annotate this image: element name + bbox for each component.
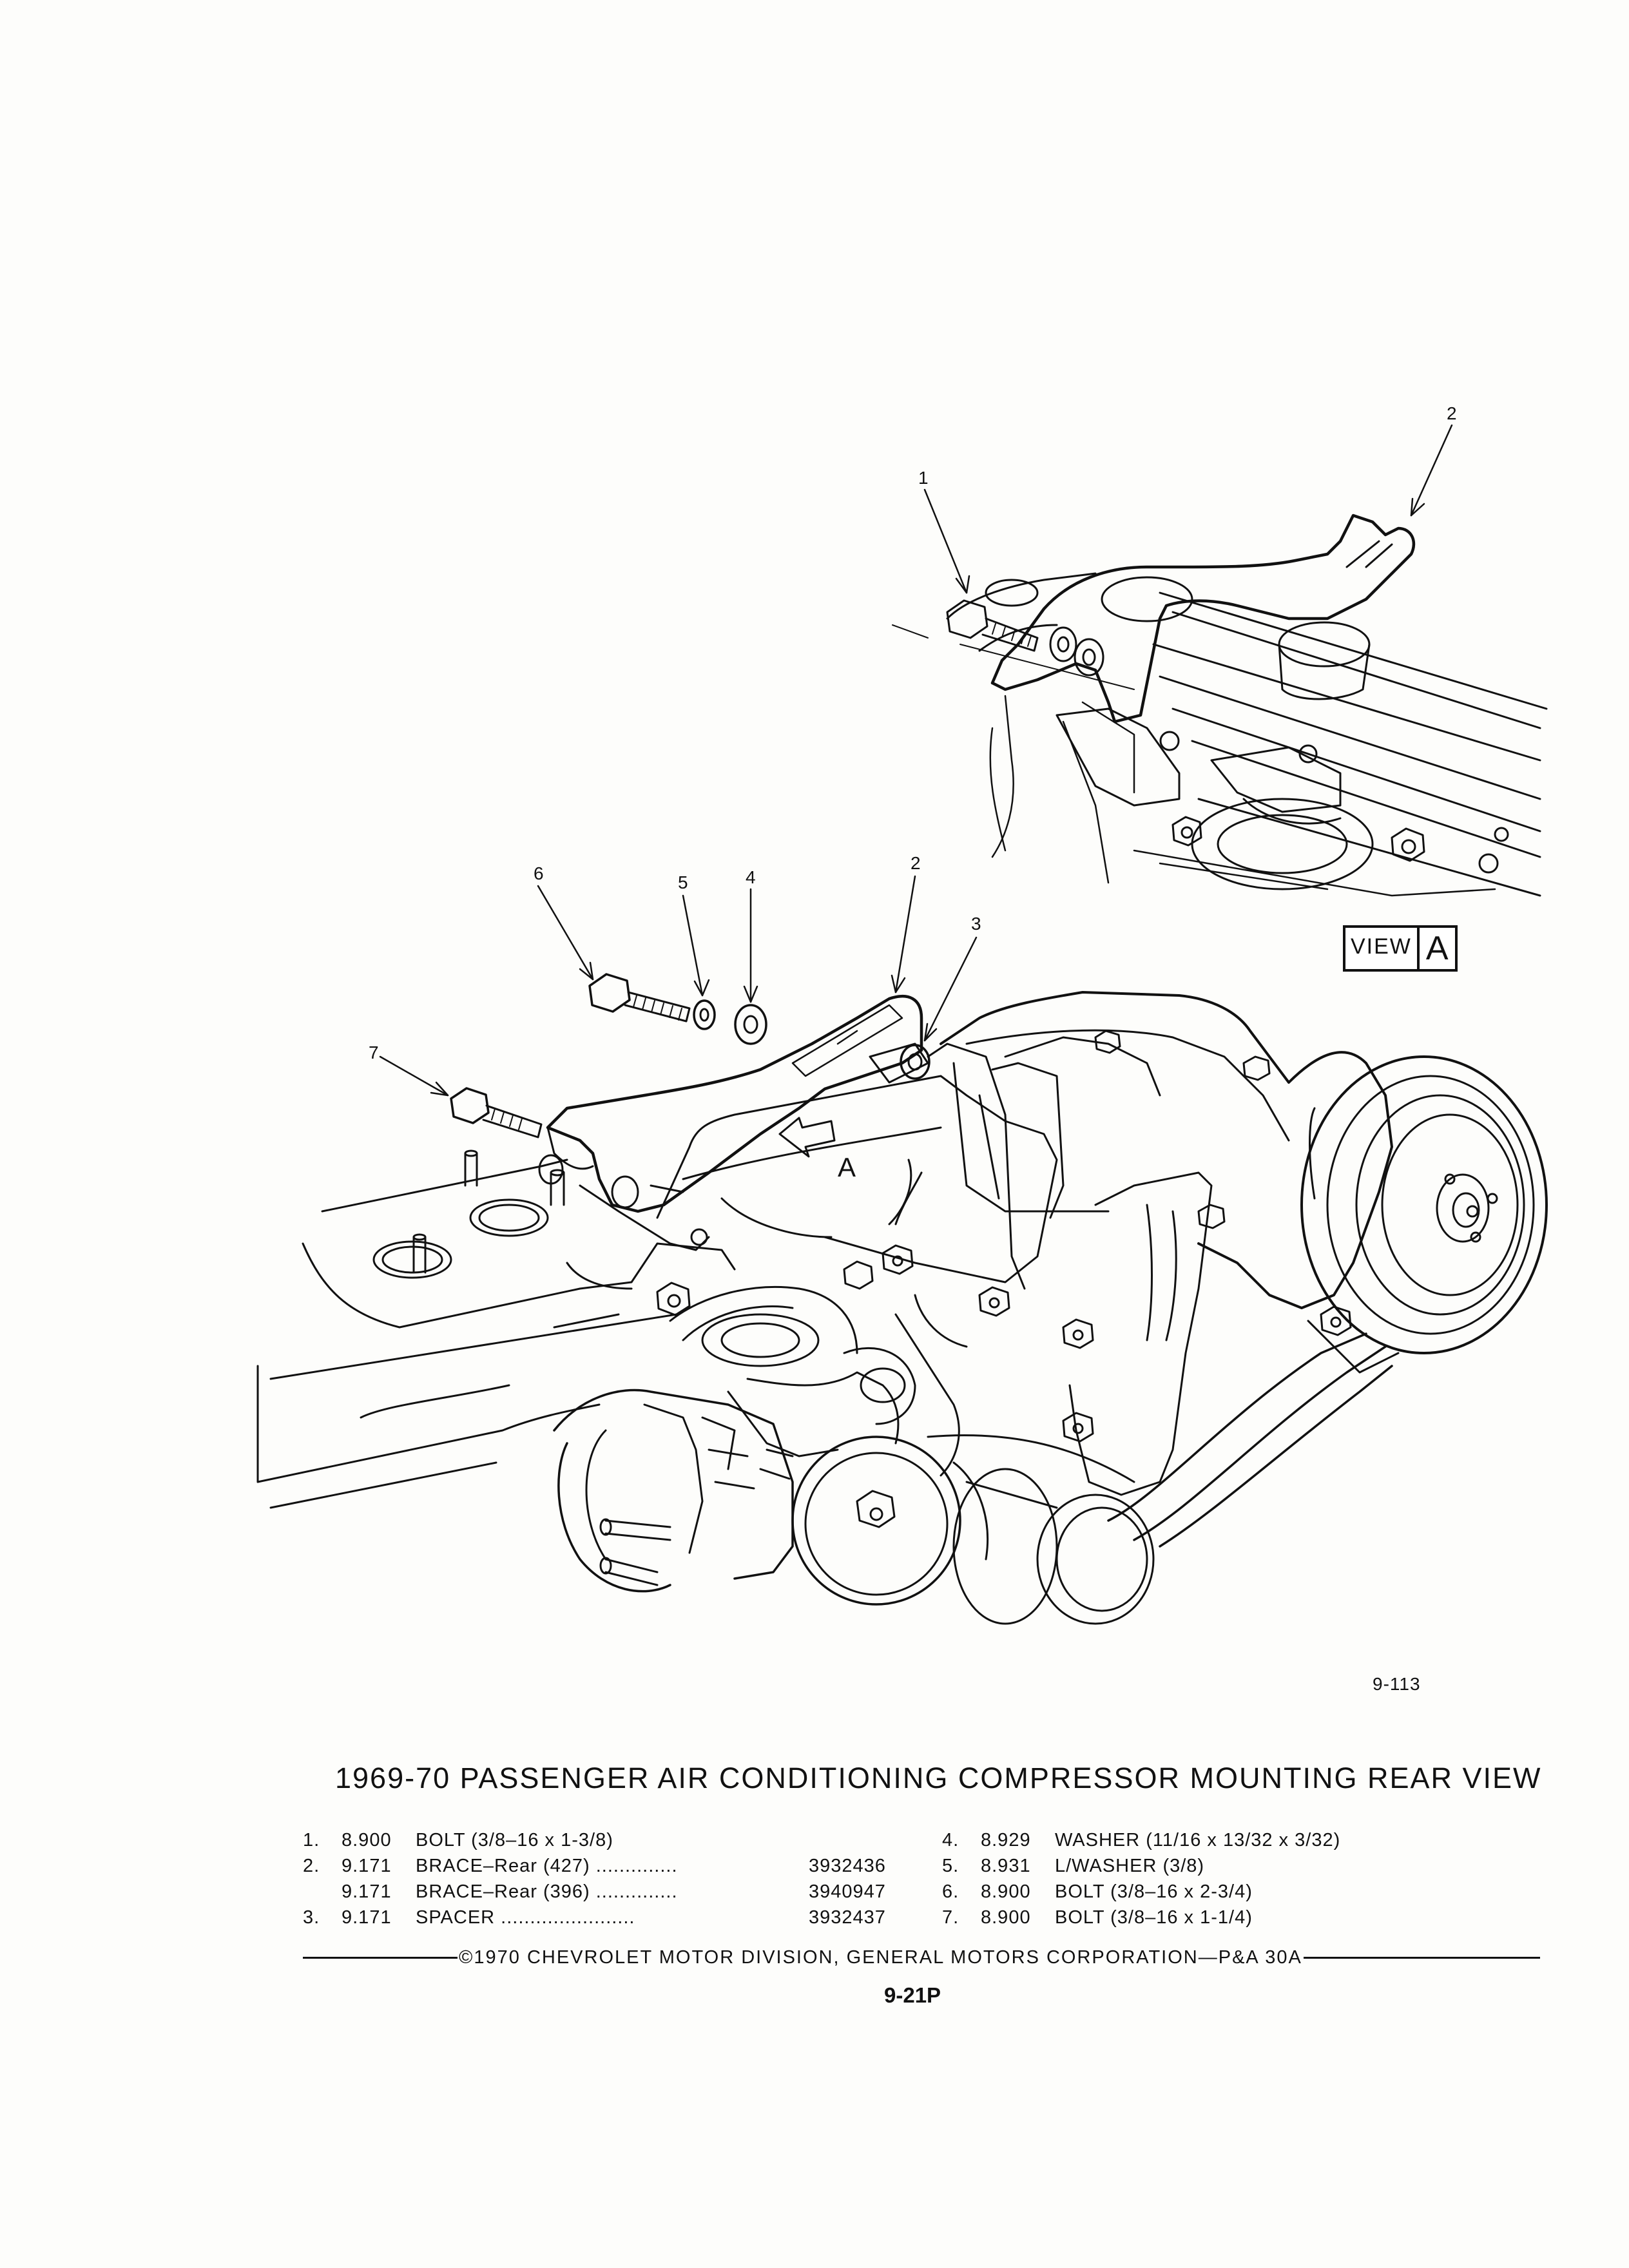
part-description: BOLT (3/8–16 x 2-3/4)	[1055, 1881, 1253, 1902]
view-a-word: VIEW	[1345, 928, 1420, 969]
part-description: BRACE–Rear (427) ..............	[416, 1856, 678, 1876]
callout-main-5: 5	[678, 872, 688, 892]
part-index: 5.	[942, 1856, 959, 1876]
part-number	[809, 1827, 905, 1853]
callout-main-7: 7	[369, 1043, 379, 1062]
part-group: 8.929	[981, 1830, 1031, 1850]
part-number: 3940947	[809, 1881, 886, 1902]
page-title: 1969-70 PASSENGER AIR CONDITIONING COMPR…	[335, 1762, 1542, 1794]
part-description: BOLT (3/8–16 x 1-3/8)	[416, 1830, 613, 1850]
part-group: 9.171	[342, 1907, 392, 1928]
view-a-detail	[892, 424, 1548, 897]
part-group: 8.900	[342, 1830, 392, 1850]
callout-main-3: 3	[971, 914, 981, 934]
bracket-nut-1	[1062, 1318, 1094, 1349]
callout-main-2: 2	[911, 853, 921, 873]
part-row: 4. 8.929 WASHER (11/16 x 13/32 x 3/32)	[942, 1827, 1340, 1853]
callout-view-a-1: 1	[918, 468, 929, 488]
part-group: 9.171	[342, 1881, 392, 1902]
callout-main-6: 6	[534, 863, 544, 883]
part-description: SPACER .......................	[416, 1907, 635, 1928]
arrow-a-letter: A	[838, 1152, 856, 1182]
part-index: 2.	[303, 1856, 320, 1876]
part-row: 2. 9.171 BRACE–Rear (427) ..............…	[303, 1853, 905, 1879]
part-number: 3932437	[809, 1907, 886, 1928]
part-index: 3.	[303, 1907, 320, 1928]
copyright-text: ©1970 CHEVROLET MOTOR DIVISION, GENERAL …	[459, 1946, 1302, 1968]
part-index: 4.	[942, 1830, 959, 1850]
part-index: 7.	[942, 1907, 959, 1928]
part-description: BOLT (3/8–16 x 1-1/4)	[1055, 1907, 1253, 1928]
parts-list-right: 4. 8.929 WASHER (11/16 x 13/32 x 3/32) 5…	[942, 1827, 1340, 1930]
view-a-letter: A	[1425, 930, 1449, 967]
part-number: 3932436	[809, 1856, 886, 1876]
part-row: 3. 9.171 SPACER ....................... …	[303, 1905, 905, 1930]
part-row: 7. 8.900 BOLT (3/8–16 x 1-1/4)	[942, 1905, 1340, 1930]
part-group: 8.900	[981, 1881, 1031, 1902]
part-index: 1.	[303, 1830, 320, 1850]
page-number: 9-21P	[884, 1983, 941, 2007]
part-index: 6.	[942, 1881, 959, 1902]
figure-number: 9-113	[1373, 1674, 1421, 1694]
part-description: WASHER (11/16 x 13/32 x 3/32)	[1055, 1830, 1341, 1850]
main-engine-view	[256, 875, 1548, 1625]
part-row: 1. 8.900 BOLT (3/8–16 x 1-3/8)	[303, 1827, 905, 1853]
part-description: BRACE–Rear (396) ..............	[416, 1881, 678, 1902]
part-description: L/WASHER (3/8)	[1055, 1856, 1205, 1876]
callout-main-4: 4	[746, 867, 756, 887]
part-row: 5. 8.931 L/WASHER (3/8)	[942, 1853, 1340, 1879]
view-a-label: VIEW A	[1343, 925, 1458, 972]
part-group: 8.931	[981, 1856, 1031, 1876]
part-row: 9.171 BRACE–Rear (396) .............. 39…	[303, 1879, 905, 1905]
part-group: 8.900	[981, 1907, 1031, 1928]
rule-right	[1303, 1956, 1540, 1959]
callout-view-a-2: 2	[1447, 403, 1457, 423]
parts-list-left: 1. 8.900 BOLT (3/8–16 x 1-3/8) 2. 9.171 …	[303, 1827, 905, 1930]
part-group: 9.171	[342, 1856, 392, 1876]
part-row: 6. 8.900 BOLT (3/8–16 x 2-3/4)	[942, 1879, 1340, 1905]
part-index	[303, 1879, 342, 1905]
copyright-line: ©1970 CHEVROLET MOTOR DIVISION, GENERAL …	[303, 1945, 1540, 1970]
rule-left	[303, 1956, 458, 1959]
